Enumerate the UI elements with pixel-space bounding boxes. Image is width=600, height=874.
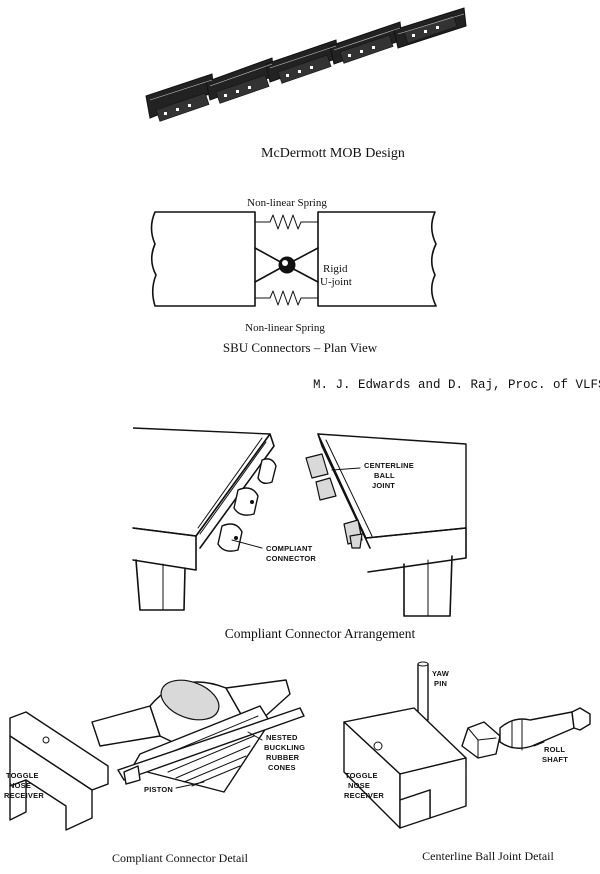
label-joint: JOINT (372, 481, 395, 490)
label-toggle-left-2: NOSE (9, 781, 31, 790)
left-deck (132, 427, 271, 537)
right-leg (403, 555, 453, 617)
caption-arrangement: Compliant Connector Arrangement (225, 626, 416, 641)
caption-connector-detail: Compliant Connector Detail (112, 851, 249, 865)
label-ball: BALL (374, 471, 395, 480)
sbu-module-right (317, 211, 437, 307)
label-toggle-right-2: NOSE (348, 781, 370, 790)
label-toggle-left-3: RECEIVER (4, 791, 44, 800)
left-leg (135, 559, 186, 611)
caption-ball-joint-detail: Centerline Ball Joint Detail (422, 849, 554, 863)
label-toggle-left-1: TOGGLE (6, 771, 39, 780)
label-shaft: SHAFT (542, 755, 568, 764)
label-compliant: COMPLIANT (266, 544, 313, 553)
label-rigid: Rigid (323, 263, 348, 275)
label-connector: CONNECTOR (266, 554, 316, 563)
label-buckling: BUCKLING (264, 743, 305, 752)
sbu-plan-diagram (150, 211, 437, 307)
label-toggle-right-1: TOGGLE (345, 771, 378, 780)
caption-mob-design: McDermott MOB Design (261, 146, 405, 161)
label-yaw: YAW (432, 669, 450, 678)
spring-bottom (254, 290, 319, 306)
caption-sbu-connectors: SBU Connectors – Plan View (223, 340, 378, 355)
mob-render (145, 7, 467, 122)
citation: M. J. Edwards and D. Raj, Proc. of VLFS’… (313, 378, 600, 392)
piston-rod (117, 707, 305, 781)
sbu-module-left (150, 211, 256, 307)
label-cones: CONES (268, 763, 296, 772)
label-centerline: CENTERLINE (364, 461, 414, 470)
label-pin: PIN (434, 679, 447, 688)
label-rubber: RUBBER (266, 753, 300, 762)
label-piston: PISTON (144, 785, 173, 794)
label-spring-bottom: Non-linear Spring (245, 322, 325, 334)
yaw-pin (417, 663, 429, 721)
roll-shaft (499, 711, 575, 749)
label-ujoint: U-joint (320, 276, 352, 288)
label-nested: NESTED (266, 733, 298, 742)
spring-top (254, 214, 319, 230)
label-roll: ROLL (544, 745, 565, 754)
label-spring-top: Non-linear Spring (247, 197, 327, 209)
ball-joint-drawing (343, 661, 591, 829)
label-toggle-right-3: RECEIVER (344, 791, 384, 800)
connector-detail-drawing (9, 679, 305, 831)
arrangement-drawing (132, 427, 467, 617)
